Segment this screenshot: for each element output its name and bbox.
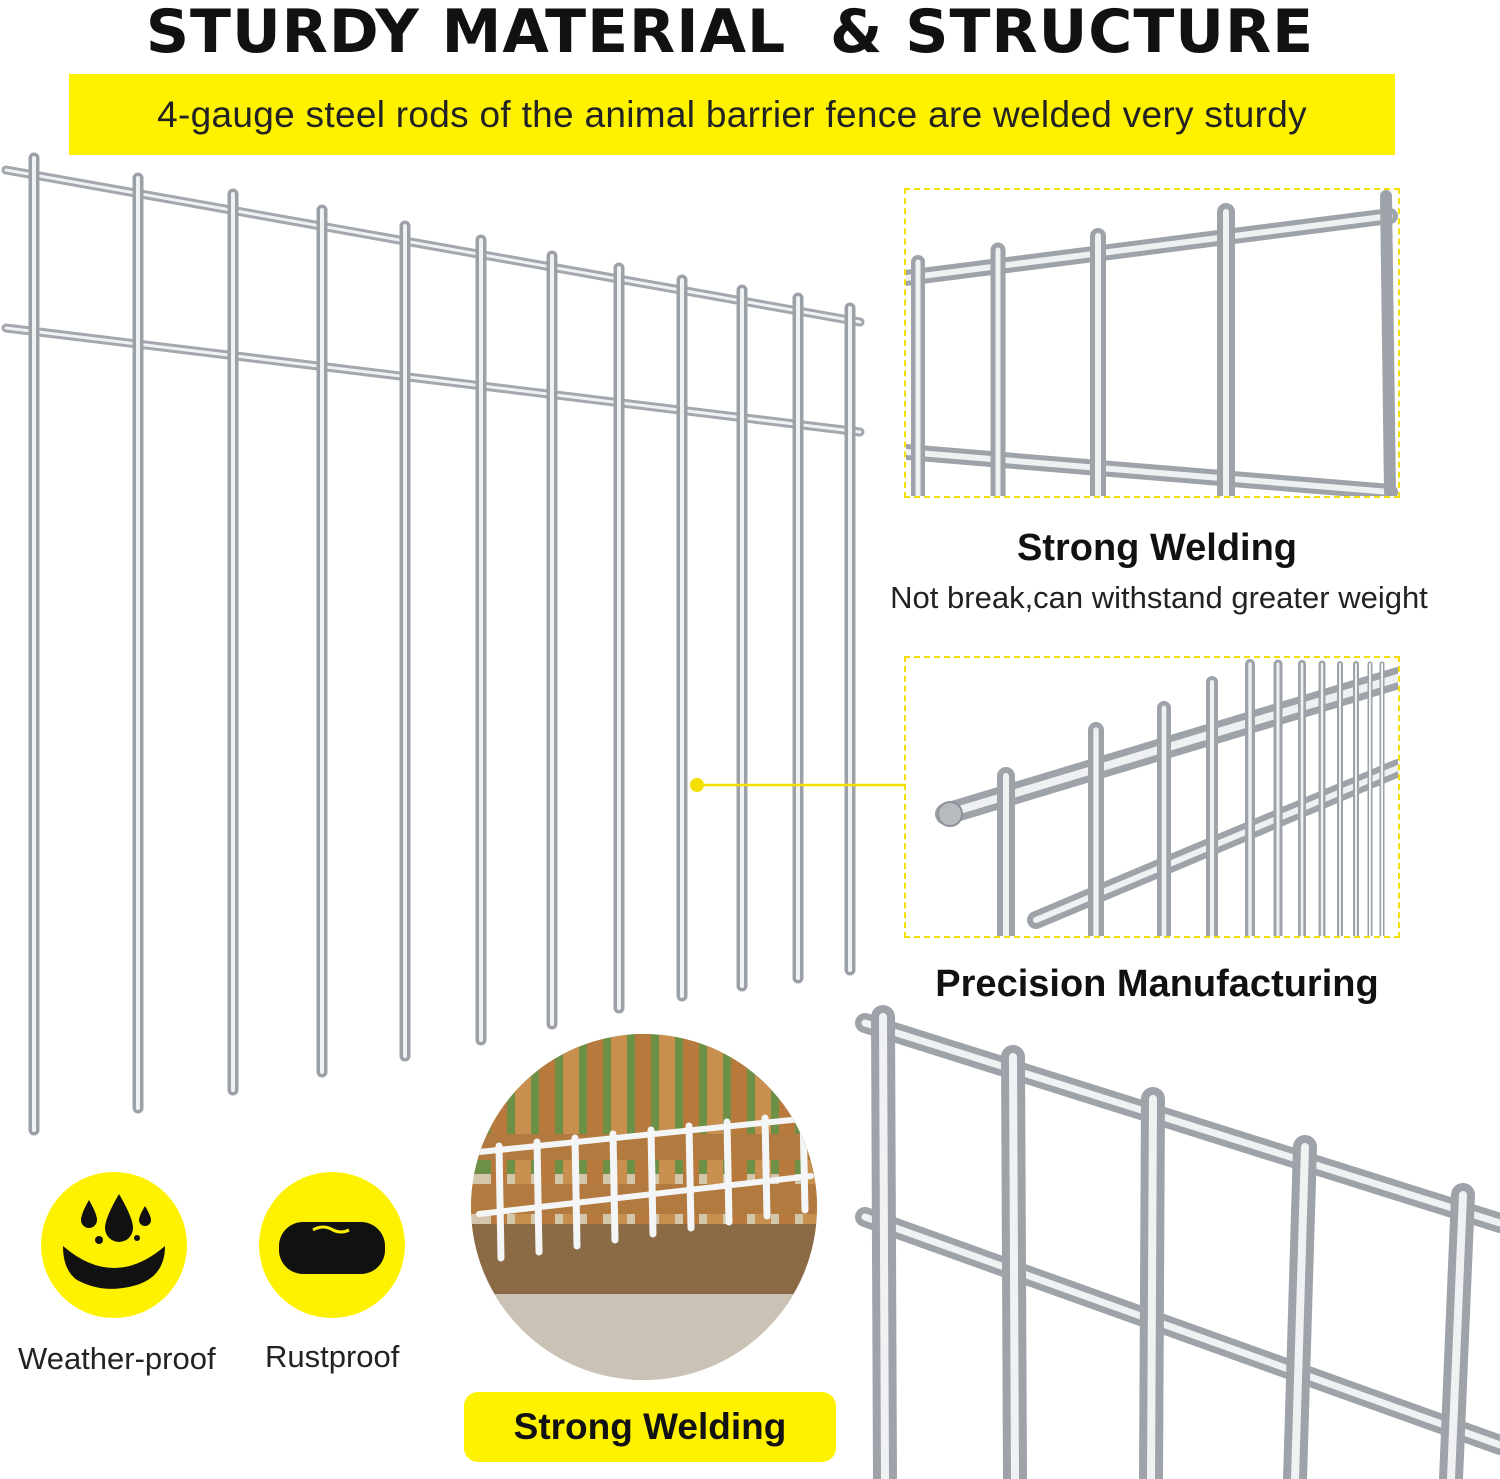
fence-panel-illustration bbox=[1, 152, 865, 1136]
page-title: STURDY MATERIAL & STRUCTURE bbox=[145, 0, 1315, 67]
photo-caption-pill: Strong Welding bbox=[464, 1392, 836, 1462]
weather-proof-badge bbox=[41, 1172, 187, 1318]
callout-connector bbox=[690, 778, 906, 792]
weather-proof-label: Weather-proof bbox=[18, 1341, 216, 1376]
welding-closeup-frame bbox=[904, 188, 1400, 498]
welding-title: Strong Welding bbox=[1016, 527, 1298, 569]
precision-title: Precision Manufacturing bbox=[935, 963, 1379, 1005]
precision-closeup-image bbox=[935, 659, 1398, 936]
precision-closeup-frame bbox=[904, 656, 1400, 938]
subtitle-banner: 4-gauge steel rods of the animal barrier… bbox=[69, 74, 1395, 155]
photo-caption: Strong Welding bbox=[513, 1406, 787, 1447]
welding-closeup-image bbox=[906, 190, 1398, 496]
welding-description: Not break,can withstand greater weight bbox=[890, 580, 1428, 615]
rustproof-label: Rustproof bbox=[265, 1339, 400, 1374]
large-weld-closeup-image bbox=[855, 1005, 1500, 1479]
rustproof-badge bbox=[259, 1172, 405, 1318]
installed-fence-photo bbox=[471, 1034, 817, 1380]
rust-free-bar-icon bbox=[279, 1222, 385, 1274]
subtitle-text: 4-gauge steel rods of the animal barrier… bbox=[157, 93, 1307, 135]
water-drops-icon bbox=[63, 1194, 165, 1289]
